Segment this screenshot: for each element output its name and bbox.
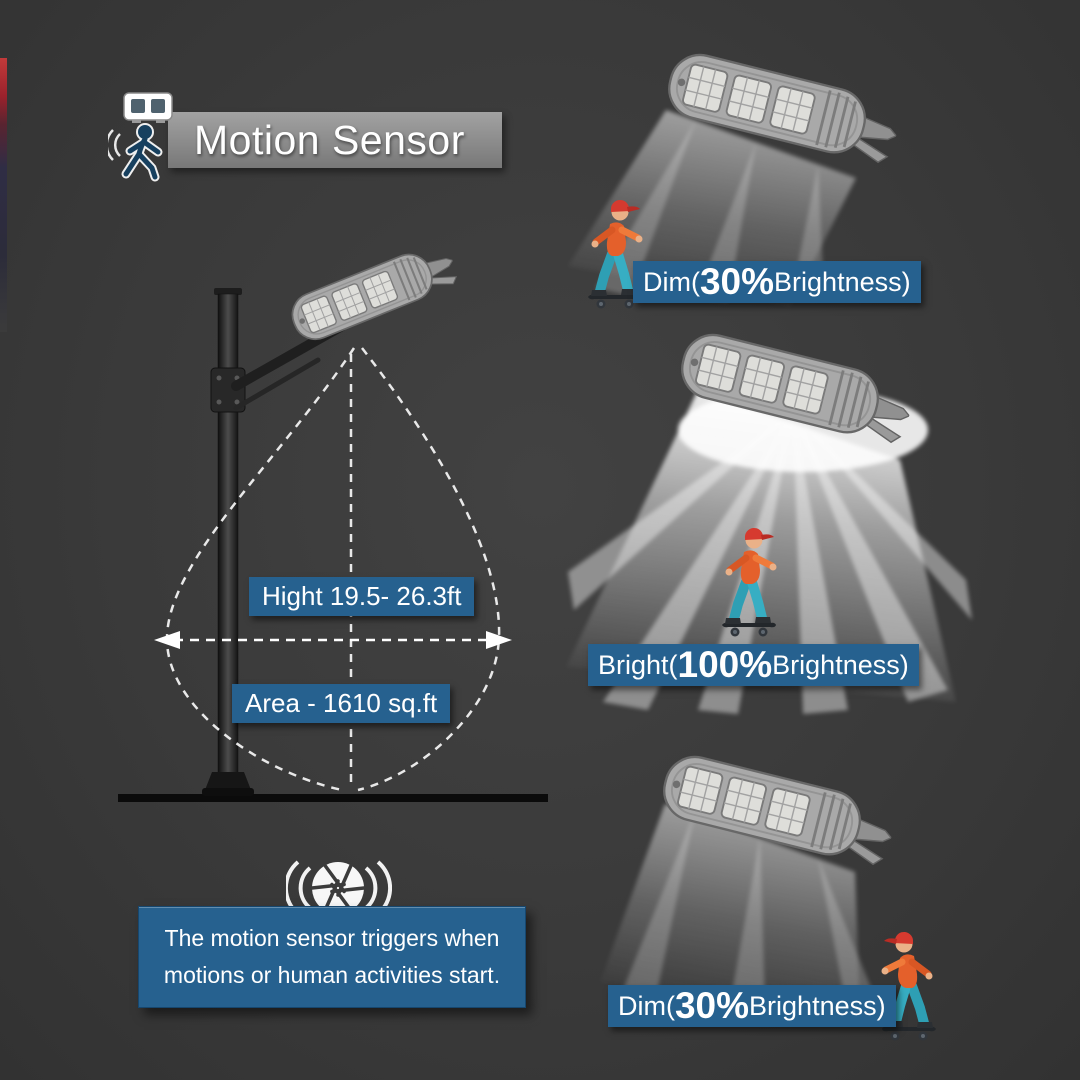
label-suffix: Brightness) (749, 990, 886, 1021)
height-label: Hight 19.5- 26.3ft (249, 577, 475, 616)
callout-line-2: motions or human activities start. (163, 962, 501, 988)
label-suffix: Brightness) (774, 266, 911, 297)
label-suffix: Brightness) (772, 649, 909, 680)
callout-line-1: The motion sensor triggers when (164, 925, 500, 951)
area-label: Area - 1610 sq.ft (232, 684, 451, 723)
label-prefix: Dim( (643, 266, 700, 297)
brightness-label-top: Dim(30%Brightness) (633, 261, 921, 303)
motion-sensor-callout: The motion sensor triggers when motions … (138, 906, 526, 1008)
skateboarder-middle (718, 526, 780, 641)
coverage-cone-dashed (165, 347, 501, 792)
motion-sensor-walking-icon (108, 92, 173, 182)
label-prefix: Bright( (598, 649, 678, 680)
label-percent: 30% (674, 985, 750, 1026)
label-percent: 100% (677, 644, 773, 685)
brightness-label-bottom: Dim(30%Brightness) (608, 985, 896, 1027)
coverage-width-arrow (154, 631, 512, 649)
area-label-text: Area - 1610 sq.ft (245, 688, 438, 718)
ground-line (118, 794, 548, 802)
light-beam-dim-bottom (600, 804, 872, 1012)
edge-decoration (0, 58, 7, 332)
header-banner: Motion Sensor (168, 112, 502, 168)
page-title: Motion Sensor (194, 116, 465, 163)
light-beam-bright-middle (566, 388, 972, 714)
height-label-text: Hight 19.5- 26.3ft (262, 581, 462, 611)
label-prefix: Dim( (618, 990, 675, 1021)
light-pole (202, 288, 347, 796)
brightness-label-middle: Bright(100%Brightness) (588, 644, 919, 686)
label-percent: 30% (699, 261, 775, 302)
